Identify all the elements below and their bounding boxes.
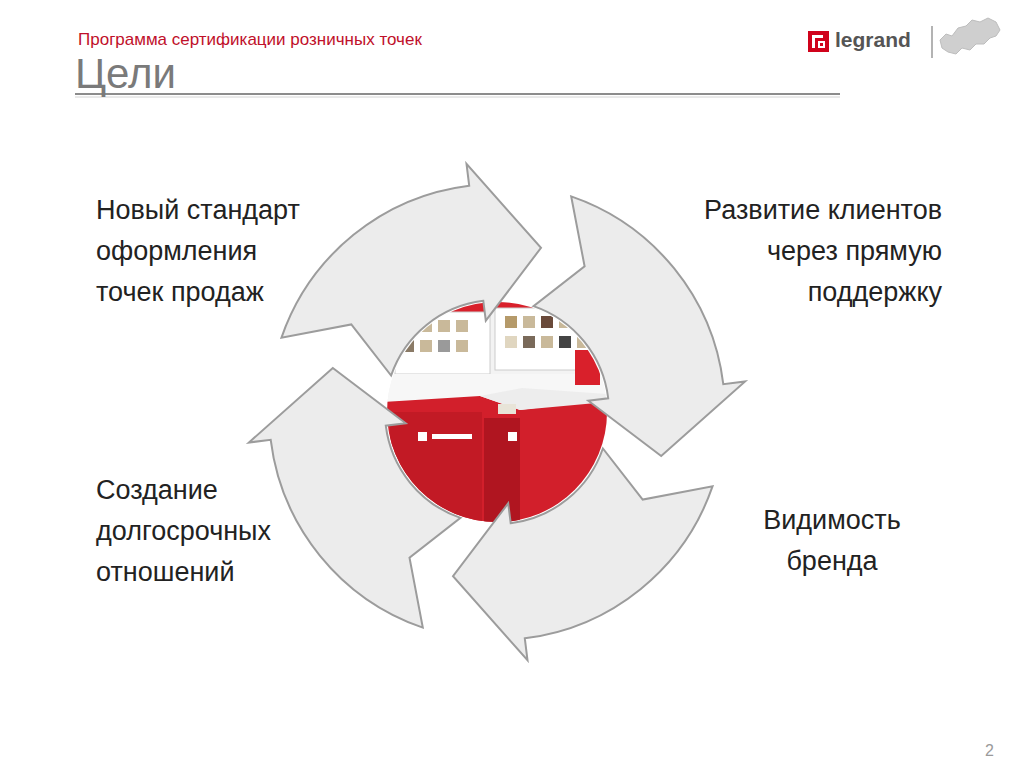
cycle-arrow: [534, 196, 746, 456]
slide-title: Цели: [75, 50, 176, 98]
title-rule: [75, 93, 840, 95]
cycle-arrow: [453, 449, 713, 661]
cycle-arrows: [249, 164, 745, 660]
title-rule-shadow: [75, 97, 840, 98]
logo-separator: [931, 26, 933, 58]
goal-text: Развитие клиентов через прямую поддержку: [662, 190, 942, 313]
goal-text: Создание долгосрочных отношений: [96, 470, 296, 593]
page-number: 2: [985, 742, 994, 760]
logo-wordmark: legrand: [835, 28, 911, 52]
russia-map: [940, 18, 1000, 54]
cycle-arrow: [249, 368, 461, 628]
logo-icon: [808, 31, 829, 52]
cycle-arrow: [281, 164, 541, 376]
goal-text: Видимость бренда: [747, 500, 917, 582]
slide-subtitle: Программа сертификации розничных точек: [78, 30, 422, 50]
goal-text: Новый стандарт оформления точек продаж: [96, 190, 321, 313]
